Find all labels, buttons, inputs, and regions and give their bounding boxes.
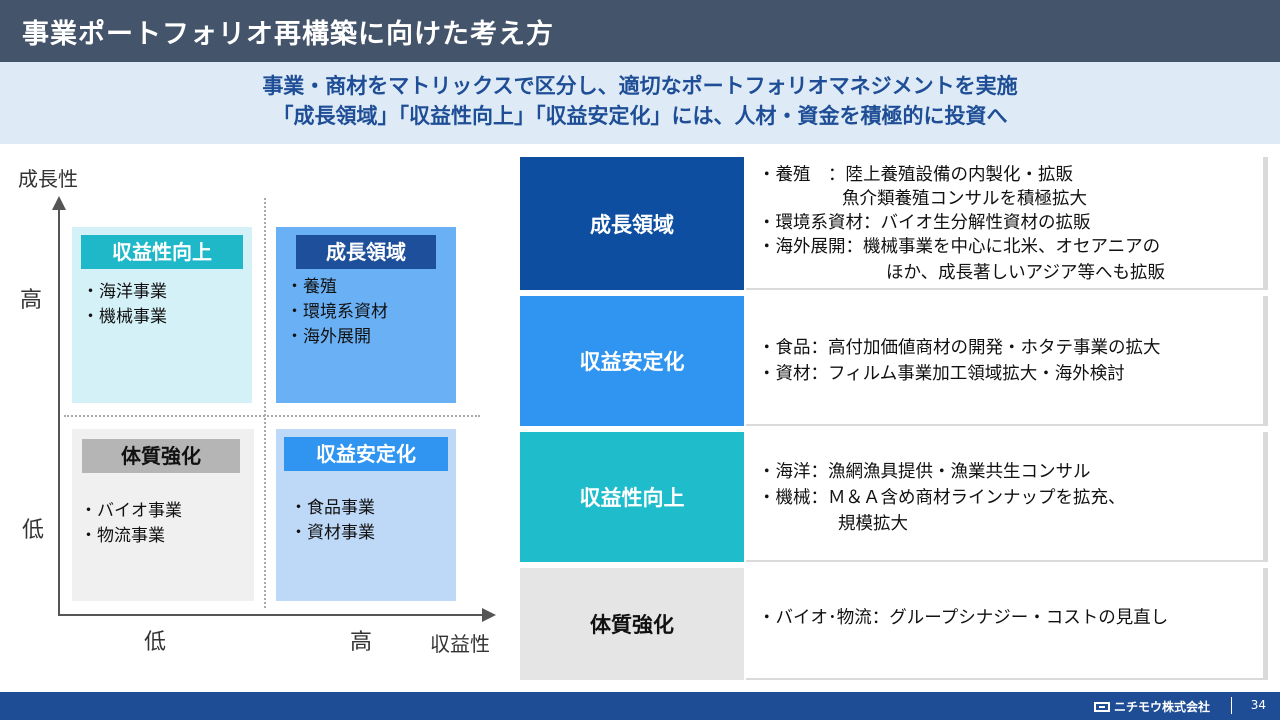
description-line: ・食品：高付加価値商材の開発・ホタテ事業の拡大 <box>758 338 1161 358</box>
list-item: ・バイオ事業 <box>80 501 182 521</box>
y-high-label: 高 <box>20 288 43 313</box>
strategy-row-profitability: 収益性向上 ・海洋：漁網漁具提供・漁業共生コンサル ・機械：Ｍ＆Ａ含め商材ライン… <box>520 432 1268 562</box>
list-item: ・物流事業 <box>80 526 165 546</box>
list-item: ・養殖 <box>286 277 337 297</box>
description-line: ほか、成長著しいアジア等へも拡販 <box>886 263 1165 283</box>
vertical-divider <box>264 198 266 608</box>
description-line: 魚介類養殖コンサルを積極拡大 <box>842 189 1087 209</box>
footer-separator <box>1231 697 1232 714</box>
footer-bar: ニチモウ株式会社 34 <box>0 692 1280 720</box>
description-line: ・養殖 ：陸上養殖設備の内製化・拡販 <box>758 165 1073 185</box>
description-line: ・バイオ･物流：グループシナジー・コストの見直し <box>758 608 1169 628</box>
quadrant-label: 成長領域 <box>296 235 436 269</box>
strategy-description: ・養殖 ：陸上養殖設備の内製化・拡販 魚介類養殖コンサルを積極拡大 ・環境系資材… <box>746 157 1268 290</box>
x-axis-arrow <box>482 608 496 622</box>
description-line: ・海外展開：機械事業を中心に北米、オセアニアの <box>758 237 1161 257</box>
subtitle-line-1: 事業・商材をマトリックスで区分し、適切なポートフォリオマネジメントを実施 <box>262 74 1018 98</box>
quadrant-items: ・海洋事業 ・機械事業 <box>82 280 167 330</box>
y-axis-arrow <box>52 196 66 210</box>
title-bar: 事業ポートフォリオ再構築に向けた考え方 <box>0 0 1280 62</box>
quadrant-profitability-improvement: 収益性向上 ・海洋事業 ・機械事業 <box>72 227 252 403</box>
strategy-category: 収益安定化 <box>520 296 744 426</box>
strategy-description: ・バイオ･物流：グループシナジー・コストの見直し <box>746 568 1268 680</box>
company-brand: ニチモウ株式会社 <box>1093 698 1210 715</box>
description-line: ・機械：Ｍ＆Ａ含め商材ラインナップを拡充、 <box>758 488 1126 508</box>
y-axis-line <box>58 208 60 616</box>
quadrant-items: ・食品事業 ・資材事業 <box>290 496 375 546</box>
quadrant-profit-stabilization: 収益安定化 ・食品事業 ・資材事業 <box>276 429 456 601</box>
strategy-category: 収益性向上 <box>520 432 744 562</box>
quadrant-items: ・バイオ事業 ・物流事業 <box>80 499 182 549</box>
list-item: ・食品事業 <box>290 498 375 518</box>
page-title: 事業ポートフォリオ再構築に向けた考え方 <box>22 19 554 50</box>
strategy-row-growth: 成長領域 ・養殖 ：陸上養殖設備の内製化・拡販 魚介類養殖コンサルを積極拡大 ・… <box>520 157 1268 290</box>
description-line: 規模拡大 <box>838 514 908 534</box>
x-axis-line <box>58 614 484 616</box>
list-item: ・機械事業 <box>82 307 167 327</box>
company-logo-icon <box>1093 701 1110 712</box>
page-number: 34 <box>1250 698 1266 712</box>
x-high-label: 高 <box>350 630 373 655</box>
quadrant-growth-area: 成長領域 ・養殖 ・環境系資材 ・海外展開 <box>276 227 456 403</box>
quadrant-label: 体質強化 <box>82 439 240 473</box>
subtitle-band: 事業・商材をマトリックスで区分し、適切なポートフォリオマネジメントを実施 「成長… <box>0 62 1280 144</box>
description-line: ・海洋：漁網漁具提供・漁業共生コンサル <box>758 462 1091 482</box>
description-line: ・環境系資材：バイオ生分解性資材の拡販 <box>758 213 1091 233</box>
strategy-category: 体質強化 <box>520 568 744 680</box>
description-line: ・資材：フィルム事業加工領域拡大・海外検討 <box>758 364 1125 384</box>
y-low-label: 低 <box>22 518 45 543</box>
list-item: ・資材事業 <box>290 523 375 543</box>
quadrant-label: 収益性向上 <box>81 235 243 269</box>
y-axis-label: 成長性 <box>18 167 78 191</box>
strategy-description: ・海洋：漁網漁具提供・漁業共生コンサル ・機械：Ｍ＆Ａ含め商材ラインナップを拡充… <box>746 432 1268 562</box>
horizontal-divider <box>64 415 480 417</box>
strategy-row-stabilization: 収益安定化 ・食品：高付加価値商材の開発・ホタテ事業の拡大 ・資材：フィルム事業… <box>520 296 1268 426</box>
x-low-label: 低 <box>144 630 167 655</box>
x-axis-label: 収益性 <box>430 632 490 656</box>
strategy-category: 成長領域 <box>520 157 744 290</box>
strategy-description: ・食品：高付加価値商材の開発・ホタテ事業の拡大 ・資材：フィルム事業加工領域拡大… <box>746 296 1268 426</box>
list-item: ・環境系資材 <box>286 302 388 322</box>
strategy-row-structural: 体質強化 ・バイオ･物流：グループシナジー・コストの見直し <box>520 568 1268 680</box>
quadrant-items: ・養殖 ・環境系資材 ・海外展開 <box>286 275 388 350</box>
list-item: ・海洋事業 <box>82 282 167 302</box>
quadrant-label: 収益安定化 <box>284 437 448 471</box>
company-name: ニチモウ株式会社 <box>1113 700 1210 714</box>
subtitle-line-2: 「成長領域」「収益性向上」「収益安定化」には、人材・資金を積極的に投資へ <box>272 104 1008 128</box>
quadrant-structural-strengthening: 体質強化 ・バイオ事業 ・物流事業 <box>72 429 254 601</box>
list-item: ・海外展開 <box>286 327 371 347</box>
